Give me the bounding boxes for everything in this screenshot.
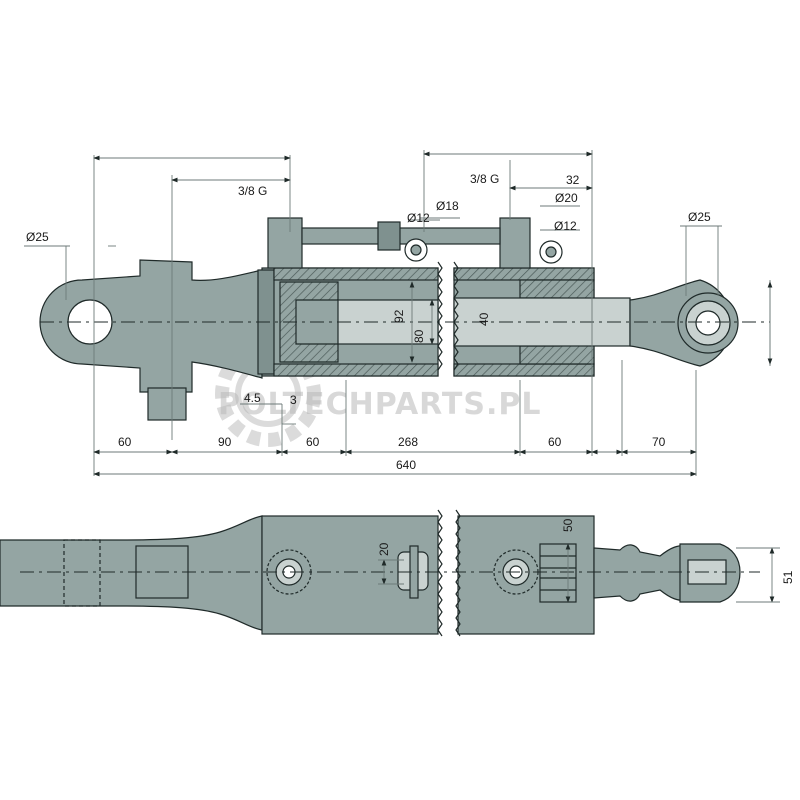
clamp-block: [539, 543, 577, 603]
dim-port-right: 3/8 G: [470, 172, 499, 186]
dim-4-5: 4.5: [244, 391, 261, 405]
hose-pipe: [301, 227, 501, 245]
top-dimension-lines: [24, 150, 773, 477]
dim-80: 80: [412, 329, 426, 343]
dim-pin-left-diameter: Ø25: [26, 230, 49, 244]
port-fitting-left: [267, 217, 303, 269]
dim-overall-640: 640: [396, 458, 416, 472]
watermark-text: POLTECHPARTS.PL: [218, 387, 542, 422]
bottom-dimension-labels: 20 50 51: [377, 518, 795, 584]
dim-d12-left: Ø12: [407, 211, 430, 225]
bottom-view: [0, 509, 741, 637]
bearing-icon-right: [539, 240, 563, 264]
dim-pin-right-diameter: Ø25: [688, 210, 711, 224]
break-line-right: [453, 261, 459, 371]
dim-d12-right: Ø12: [554, 219, 577, 233]
dim-32: 32: [566, 173, 580, 187]
bottom-dimension-lines: [378, 543, 780, 603]
rod-extension: [593, 544, 691, 602]
piston-section: [279, 281, 339, 363]
port-fitting-right: [499, 217, 531, 269]
dim-bottom-20: 20: [377, 542, 391, 556]
watermark: POLTECHPARTS.PL: [215, 341, 542, 447]
tube-body-left: [0, 515, 263, 631]
hidden-feature: [63, 539, 101, 607]
break-line-bottom-left: [437, 509, 443, 637]
top-dimension-labels: Ø25 Ø25 3/8 G 3/8 G 32 Ø12 Ø18 Ø20 Ø12 9…: [26, 172, 711, 472]
hose-nut: [377, 221, 401, 251]
left-boss: [147, 387, 187, 421]
bearing-icon-left: [404, 238, 428, 262]
dim-bottom-50: 50: [561, 518, 575, 532]
break-line-left: [437, 261, 443, 371]
dim-3: 3: [290, 393, 297, 407]
wall-top-right: [453, 267, 595, 281]
dim-chain-60-b: 60: [306, 435, 320, 449]
dim-port-left: 3/8 G: [238, 184, 267, 198]
dim-chain-60-c: 60: [548, 435, 562, 449]
dim-bottom-51: 51: [781, 570, 795, 584]
port-bearing-icon-left: [266, 549, 312, 595]
wall-bottom-right: [453, 363, 595, 377]
dim-chain-90: 90: [218, 435, 232, 449]
dim-d18: Ø18: [436, 199, 459, 213]
dim-chain-60-a: 60: [118, 435, 132, 449]
dim-d20: Ø20: [555, 191, 578, 205]
left-clevis-eye: [39, 259, 263, 393]
wall-bottom-left: [273, 363, 439, 377]
break-line-bottom-right: [455, 509, 461, 637]
right-pin-hole: [695, 310, 721, 336]
dim-40: 40: [477, 312, 491, 326]
dim-92: 92: [392, 309, 406, 323]
dim-chain-268: 268: [398, 435, 418, 449]
dim-chain-70: 70: [652, 435, 666, 449]
wall-top-left: [273, 267, 439, 281]
